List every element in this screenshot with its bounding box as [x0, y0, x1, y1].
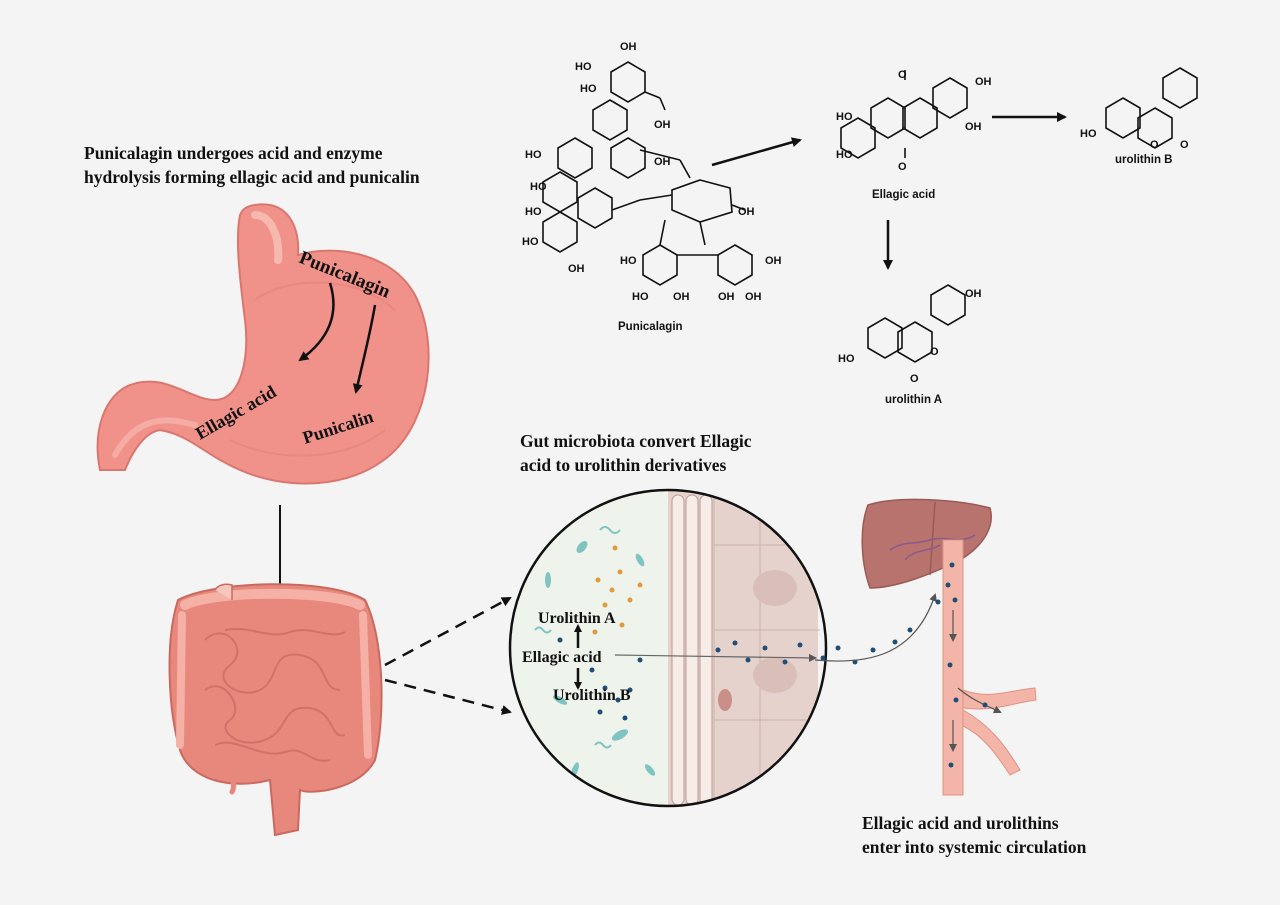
- ellagic-acid-labels: O O OH OH HO HO Ellagic acid: [836, 69, 992, 201]
- svg-text:O: O: [930, 346, 939, 358]
- svg-text:O: O: [910, 373, 919, 385]
- gut-caption: Gut microbiota convert Ellagic acid to u…: [520, 430, 752, 477]
- arrow-punicalagin-to-ellagic: [298, 282, 335, 362]
- svg-text:O: O: [1150, 139, 1159, 151]
- svg-text:OH: OH: [745, 291, 762, 303]
- stomach-caption-line2: hydrolysis forming ellagic acid and puni…: [84, 166, 420, 187]
- svg-text:OH: OH: [965, 121, 982, 133]
- urolithin-a-labels: OH HO O O urolithin A: [838, 288, 982, 406]
- svg-text:O: O: [898, 161, 907, 173]
- gut-caption-line1: Gut microbiota convert Ellagic: [520, 431, 752, 451]
- gut-lumen-magnified-view: Urolithin A Ellagic acid Urolithin B: [508, 488, 828, 808]
- svg-text:OH: OH: [718, 291, 735, 303]
- svg-text:OH: OH: [738, 206, 755, 218]
- stomach-caption-line1: Punicalagin undergoes acid and enzyme: [84, 143, 383, 163]
- svg-text:HO: HO: [575, 61, 592, 73]
- vessel-branch: [962, 687, 1037, 710]
- svg-text:HO: HO: [530, 181, 547, 193]
- svg-text:HO: HO: [836, 149, 853, 161]
- svg-text:HO: HO: [1080, 128, 1097, 140]
- absorbed-molecules-trail: [715, 627, 913, 665]
- svg-text:HO: HO: [620, 255, 637, 267]
- stomach-body: [96, 203, 430, 485]
- liver-circulation-illustration: [861, 498, 1037, 796]
- arrow-punicalagin-to-ellagic-acid: [711, 137, 802, 167]
- urolithin-b-name: urolithin B: [1115, 154, 1173, 166]
- intestine-illustration: [168, 583, 383, 837]
- svg-text:HO: HO: [838, 353, 855, 365]
- stomach-illustration: Punicalagin Ellagic acid Punicalin: [96, 203, 430, 485]
- svg-text:HO: HO: [525, 206, 542, 218]
- punicalagin-name: Punicalagin: [618, 321, 683, 333]
- svg-text:OH: OH: [620, 41, 637, 53]
- svg-text:OH: OH: [673, 291, 690, 303]
- dashed-arrow-upper: [384, 596, 512, 667]
- circulation-caption-line1: Ellagic acid and urolithins: [862, 813, 1059, 833]
- dashed-arrow-lower: [384, 678, 512, 715]
- svg-text:OH: OH: [975, 76, 992, 88]
- liver: [861, 498, 992, 589]
- ellagic-acid-name: Ellagic acid: [872, 189, 935, 201]
- urolithin-b-structure: [1105, 67, 1198, 149]
- gut-label-ellagic-acid: Ellagic acid: [522, 649, 602, 666]
- svg-text:HO: HO: [522, 236, 539, 248]
- stomach-caption: Punicalagin undergoes acid and enzyme hy…: [84, 142, 420, 189]
- gut-label-urolithin-a: Urolithin A: [538, 610, 616, 627]
- urolithin-b-labels: HO O O urolithin B: [1080, 128, 1189, 166]
- svg-text:HO: HO: [836, 111, 853, 123]
- urolithin-a-name: urolithin A: [885, 394, 942, 406]
- absorption-path: [814, 593, 937, 662]
- blood-vessel: [942, 539, 964, 796]
- circulation-caption: Ellagic acid and urolithins enter into s…: [862, 812, 1086, 859]
- gut-label-urolithin-b: Urolithin B: [553, 687, 631, 704]
- ellagic-acid-structure: [840, 70, 968, 159]
- arrow-punicalagin-to-punicalin: [352, 304, 377, 394]
- svg-text:O: O: [1180, 139, 1189, 151]
- svg-text:OH: OH: [965, 288, 982, 300]
- svg-text:HO: HO: [580, 83, 597, 95]
- svg-text:HO: HO: [525, 149, 542, 161]
- svg-text:OH: OH: [568, 263, 585, 275]
- punicalagin-labels: OH HO HO OH OH HO HO HO HO OH HO HO OH O…: [522, 41, 782, 333]
- svg-text:HO: HO: [632, 291, 649, 303]
- svg-text:OH: OH: [654, 156, 671, 168]
- svg-text:O: O: [898, 69, 907, 81]
- svg-text:OH: OH: [654, 119, 671, 131]
- svg-text:OH: OH: [765, 255, 782, 267]
- circulation-caption-line2: enter into systemic circulation: [862, 836, 1087, 857]
- punicalagin-structure: [542, 61, 753, 286]
- gut-caption-line2: acid to urolithin derivatives: [520, 454, 727, 475]
- urolithin-a-structure: [867, 284, 966, 363]
